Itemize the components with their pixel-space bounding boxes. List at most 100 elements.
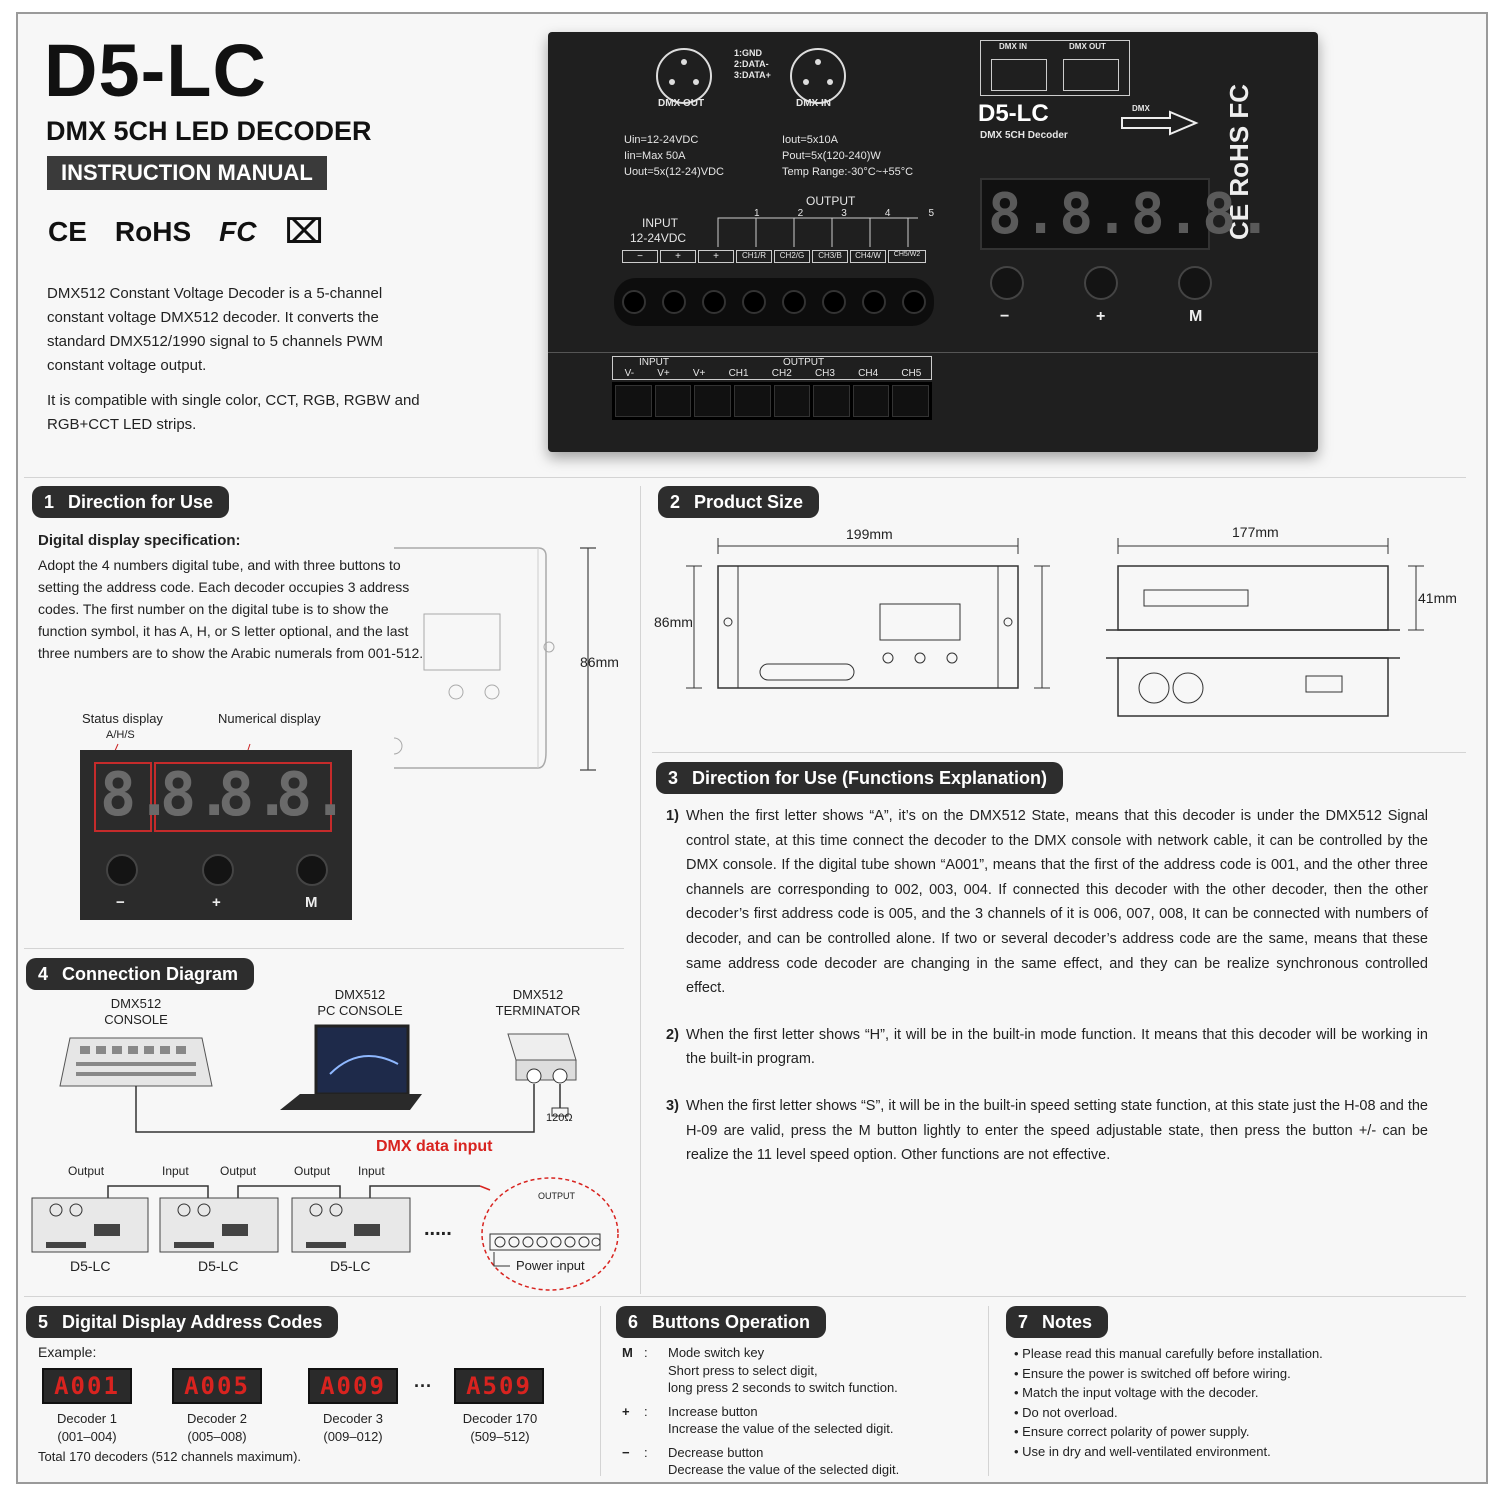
bottom-term: CH1 bbox=[728, 368, 749, 379]
decoder-caption: Decoder 170 (509–512) bbox=[440, 1410, 560, 1446]
io-label: Output bbox=[220, 1164, 257, 1178]
decoder-label: D5-LC bbox=[70, 1258, 111, 1274]
note-item: Please read this manual carefully before… bbox=[1014, 1344, 1454, 1364]
terminal-screw-icon bbox=[742, 290, 766, 314]
spec-right: Iout=5x10A Pout=5x(120-240)W Temp Range:… bbox=[782, 132, 913, 180]
device-mode-button[interactable] bbox=[1178, 266, 1212, 300]
decoder-range: (009–012) bbox=[323, 1429, 383, 1444]
spec-line: Uin=12-24VDC bbox=[624, 134, 699, 146]
output-wiring-icon bbox=[717, 217, 918, 247]
terminal-label: CH1/R bbox=[736, 250, 772, 263]
button-description: long press 2 seconds to switch function. bbox=[668, 1380, 898, 1395]
resistor-label: 120Ω bbox=[546, 1112, 573, 1124]
button-description: Decrease the value of the selected digit… bbox=[668, 1462, 900, 1477]
function-item: 1) When the first letter shows “A”, it’s… bbox=[666, 804, 1428, 1001]
button-key: − bbox=[622, 1444, 630, 1460]
output-label: OUTPUT bbox=[806, 194, 856, 208]
depth-dimension: 177mm bbox=[1232, 524, 1279, 540]
device-minus-button[interactable] bbox=[990, 266, 1024, 300]
section-number: 2 bbox=[670, 492, 681, 512]
button-label: + bbox=[212, 894, 221, 911]
button-key: M bbox=[622, 1345, 633, 1360]
label-line: DMX512 bbox=[110, 996, 162, 1011]
button-operation-row: M: Mode switch key Short press to select… bbox=[622, 1345, 898, 1395]
bottom-term: CH5 bbox=[901, 368, 922, 379]
label-line: DMX512 bbox=[334, 987, 386, 1002]
status-digit: 8. bbox=[100, 760, 173, 830]
dmx-arrow-label: DMX bbox=[1132, 104, 1150, 113]
height-dimension-front: 86mm bbox=[654, 614, 693, 630]
address-code-display: A509 bbox=[454, 1368, 544, 1404]
minus-button[interactable] bbox=[106, 854, 138, 886]
decoder-name: Decoder 2 bbox=[187, 1411, 247, 1426]
channel-number: 4 bbox=[884, 208, 891, 219]
display-panel: 8. 8. 8. 8. − + M bbox=[80, 750, 352, 920]
display-spec-title: Digital display specification: bbox=[38, 532, 241, 549]
dmx-out-label: DMX OUT bbox=[658, 98, 705, 109]
product-title: D5-LC bbox=[44, 29, 267, 112]
section-title: Direction for Use (Functions Explanation… bbox=[692, 768, 1048, 788]
terminal-label: CH3/B bbox=[812, 250, 848, 263]
intro-paragraph-1: DMX512 Constant Voltage Decoder is a 5-c… bbox=[47, 285, 384, 374]
divider bbox=[640, 486, 641, 1294]
button-description: Short press to select digit, bbox=[668, 1362, 818, 1378]
bottom-terminal-row: V- V+ V+ CH1 CH2 CH3 CH4 CH5 bbox=[613, 368, 933, 379]
bottom-terminal-slots bbox=[612, 382, 932, 420]
terminal-label: + bbox=[698, 250, 734, 263]
spec-line: Pout=5x(120-240)W bbox=[782, 150, 881, 162]
decoder-name: Decoder 1 bbox=[57, 1411, 117, 1426]
io-labels: Output Input Output Output Input bbox=[30, 1164, 450, 1178]
plus-button[interactable] bbox=[202, 854, 234, 886]
product-subtitle: DMX 5CH LED DECODER bbox=[46, 116, 372, 146]
io-label: Output bbox=[68, 1164, 105, 1178]
terminal-labels: − + + CH1/R CH2/G CH3/B CH4/W CH5/W2 bbox=[622, 250, 926, 263]
numeric-digits-frame bbox=[154, 762, 332, 832]
address-code-display: A009 bbox=[308, 1368, 398, 1404]
manual-badge: INSTRUCTION MANUAL bbox=[47, 156, 327, 190]
channel-number: 3 bbox=[841, 208, 847, 219]
status-display-label: Status display bbox=[82, 711, 163, 726]
section-number: 6 bbox=[628, 1312, 639, 1332]
rohs-mark-icon: RoHS bbox=[114, 216, 192, 247]
console-label: DMX512 CONSOLE bbox=[86, 996, 186, 1028]
button-label: M bbox=[305, 894, 318, 911]
terminal-screw-icon bbox=[782, 290, 806, 314]
buttons-operation-list: M: Mode switch key Short press to select… bbox=[622, 1344, 972, 1479]
product-size-drawing bbox=[686, 538, 1424, 717]
spec-line: Iout=5x10A bbox=[782, 134, 838, 146]
terminal-screw-icon bbox=[862, 290, 886, 314]
bottom-term: V+ bbox=[692, 368, 706, 379]
button-description: Increase the value of the selected digit… bbox=[668, 1421, 894, 1436]
channel-number: 5 bbox=[928, 208, 934, 219]
decoder-name: Decoder 170 bbox=[462, 1411, 538, 1426]
decoder-label: D5-LC bbox=[330, 1258, 371, 1274]
bottom-output-label: OUTPUT bbox=[783, 357, 825, 368]
bottom-term: V+ bbox=[657, 368, 670, 379]
address-code-display: A005 bbox=[172, 1368, 262, 1404]
note-item: Ensure the power is switched off before … bbox=[1014, 1364, 1454, 1384]
decoder-label: D5-LC bbox=[198, 1258, 239, 1274]
input-label: INPUT bbox=[642, 216, 678, 230]
section-title: Direction for Use bbox=[68, 492, 214, 512]
bottom-term: CH3 bbox=[814, 368, 835, 379]
function-item: 2) When the first letter shows “H”, it w… bbox=[666, 1023, 1428, 1072]
label-line: TERMINATOR bbox=[495, 1003, 581, 1018]
device-model-sub: DMX 5CH Decoder bbox=[980, 130, 1068, 141]
console-connection-drawing bbox=[59, 1024, 577, 1133]
io-label: Output bbox=[294, 1164, 331, 1178]
mode-button[interactable] bbox=[296, 854, 328, 886]
device-plus-button[interactable] bbox=[1084, 266, 1118, 300]
io-label: Input bbox=[162, 1164, 189, 1178]
numeric-digit: 8. bbox=[218, 760, 291, 830]
section-title: Buttons Operation bbox=[652, 1312, 810, 1332]
terminal-label: CH5/W2 bbox=[888, 250, 926, 263]
button-description: Decrease button bbox=[668, 1444, 764, 1460]
section-6-header: 6 Buttons Operation bbox=[616, 1306, 826, 1338]
button-operation-row: −: Decrease button Decrease the value of… bbox=[622, 1444, 900, 1478]
device-illustration: 1:GND 2:DATA- 3:DATA+ DMX OUT DMX IN Uin… bbox=[548, 32, 1318, 452]
divider bbox=[652, 752, 1466, 753]
device-button-label: − bbox=[1000, 308, 1010, 325]
